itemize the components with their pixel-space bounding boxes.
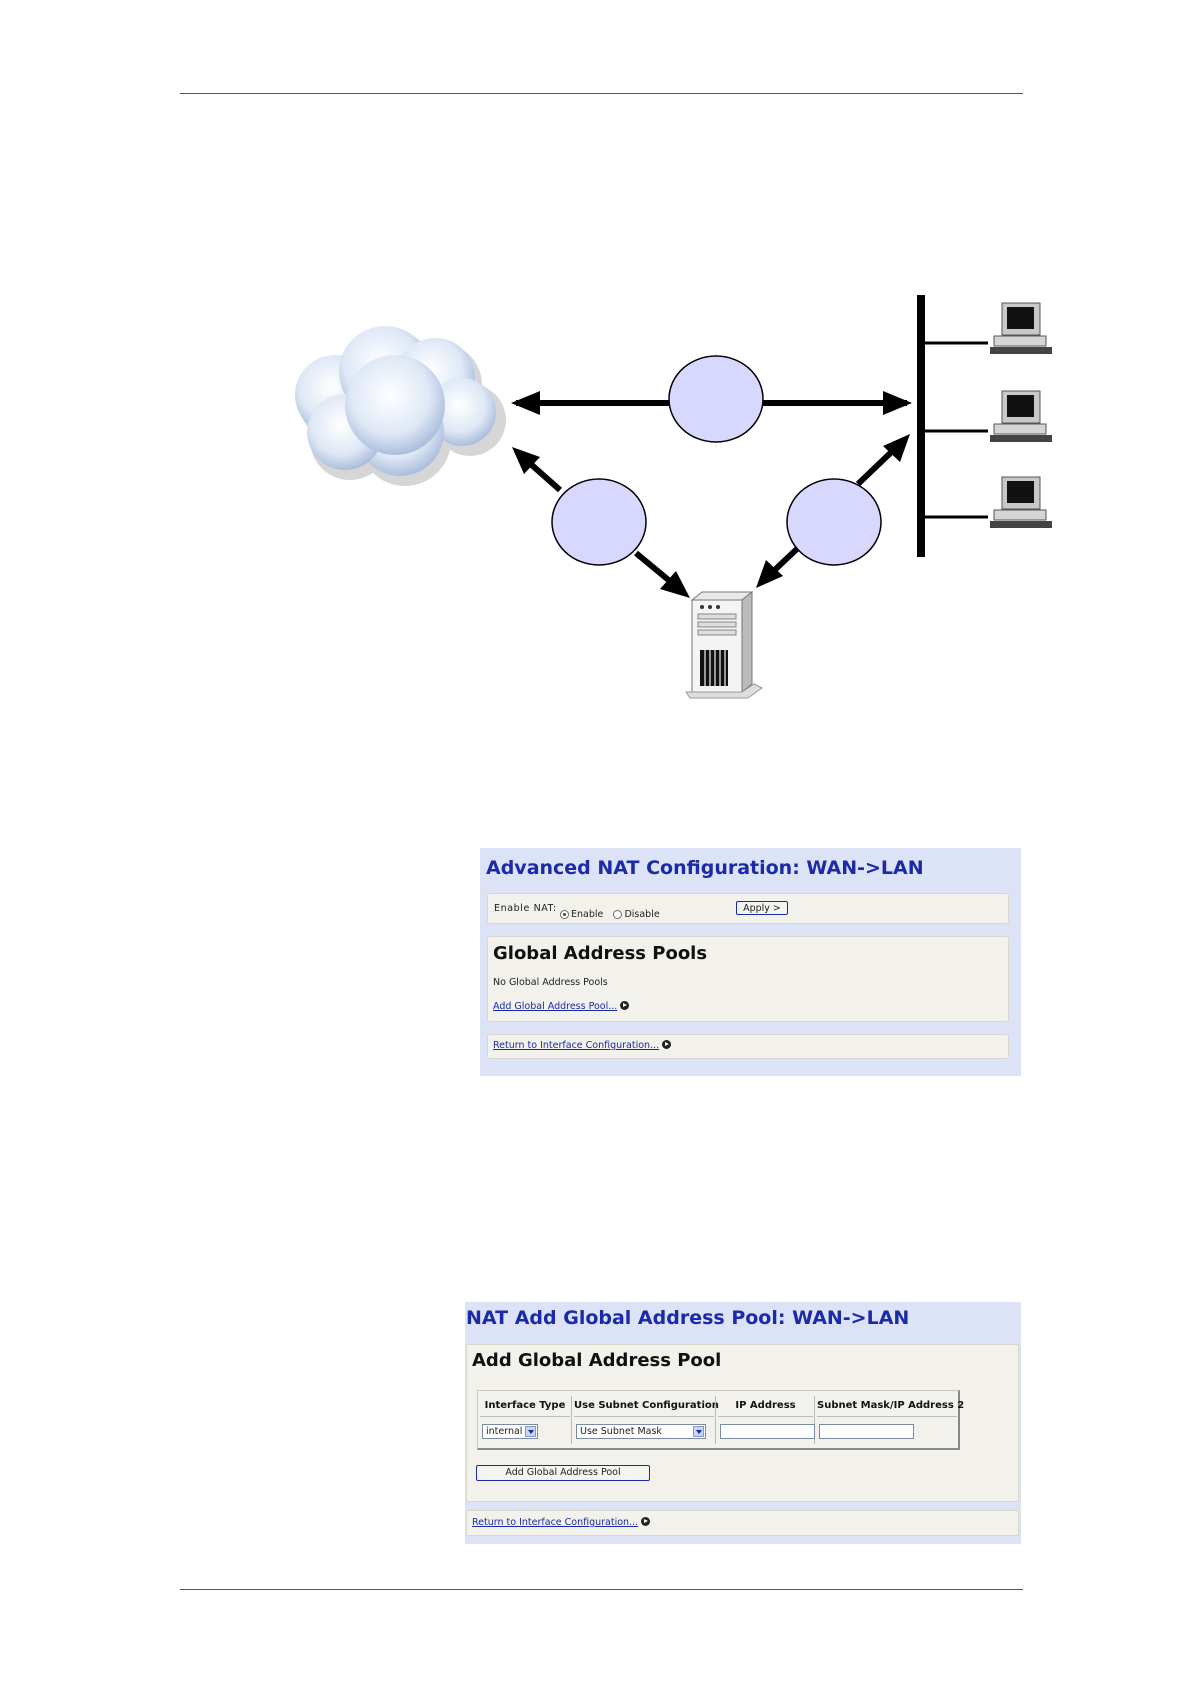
add-pool-link-text: Add Global Address Pool...	[493, 1001, 618, 1012]
col-subnet-mask: Subnet Mask/IP Address 2	[817, 1396, 964, 1417]
return-link-box: Return to Interface Configuration...	[487, 1034, 1009, 1059]
return-link-2-text: Return to Interface Configuration...	[472, 1517, 639, 1528]
add-pool-title: NAT Add Global Address Pool: WAN->LAN	[466, 1307, 910, 1329]
chevron-down-icon	[693, 1426, 704, 1437]
nat-network-diagram	[295, 295, 1052, 699]
enable-radio[interactable]	[560, 910, 569, 919]
enable-nat-box: Enable NAT: Enable Disable Apply >	[487, 893, 1009, 924]
ip-address-input[interactable]	[720, 1424, 815, 1439]
disable-radio[interactable]	[613, 910, 623, 919]
arrowhead	[756, 560, 783, 588]
go-arrow-icon	[620, 1001, 630, 1010]
server-tower-icon	[685, 590, 763, 699]
return-link-box-2: Return to Interface Configuration...	[466, 1510, 1019, 1536]
arrowhead	[512, 447, 540, 474]
computer-icon	[990, 476, 1052, 528]
return-link-2[interactable]: Return to Interface Configuration...	[472, 1517, 651, 1528]
enable-radio-group: Enable Disable	[560, 902, 660, 921]
col-ip-address: IP Address	[718, 1396, 813, 1417]
return-link-text: Return to Interface Configuration...	[493, 1040, 660, 1051]
arrowhead	[883, 434, 910, 462]
col-use-subnet-config: Use Subnet Configuration	[574, 1396, 719, 1417]
subnet-config-value: Use Subnet Mask	[580, 1426, 662, 1437]
node-ellipse-right	[786, 478, 882, 566]
col-interface-type: Interface Type	[480, 1396, 570, 1417]
interface-type-select[interactable]: internal	[482, 1424, 538, 1439]
node-ellipse-left	[551, 478, 647, 566]
apply-button[interactable]: Apply >	[736, 901, 788, 915]
chevron-down-icon	[525, 1426, 536, 1437]
add-pool-panel: NAT Add Global Address Pool: WAN->LAN Ad…	[465, 1302, 1021, 1544]
pool-form-table: Interface Type Use Subnet Configuration …	[477, 1390, 964, 1450]
add-pool-box: Add Global Address Pool Interface Type U…	[466, 1344, 1019, 1502]
add-pool-button[interactable]: Add Global Address Pool	[476, 1465, 650, 1481]
go-arrow-icon	[662, 1040, 672, 1049]
global-pools-box: Global Address Pools No Global Address P…	[487, 936, 1009, 1022]
go-arrow-icon	[641, 1517, 651, 1526]
computer-icon	[990, 390, 1052, 442]
arrowhead	[511, 391, 540, 415]
add-pool-link[interactable]: Add Global Address Pool...	[493, 1001, 630, 1012]
arrowhead	[883, 391, 912, 415]
disable-option-label: Disable	[624, 909, 660, 920]
global-pools-heading: Global Address Pools	[493, 943, 708, 964]
nat-config-title: Advanced NAT Configuration: WAN->LAN	[486, 857, 924, 879]
subnet-config-select[interactable]: Use Subnet Mask	[576, 1424, 706, 1439]
no-pools-text: No Global Address Pools	[493, 977, 608, 988]
top-rule	[180, 93, 1023, 94]
nat-config-panel: Advanced NAT Configuration: WAN->LAN Ena…	[480, 848, 1021, 1076]
interface-type-value: internal	[486, 1426, 523, 1437]
computer-icon	[990, 302, 1052, 354]
return-link[interactable]: Return to Interface Configuration...	[493, 1040, 672, 1051]
enable-option-label: Enable	[571, 909, 604, 920]
enable-nat-label: Enable NAT:	[494, 903, 557, 914]
bottom-rule	[180, 1589, 1023, 1590]
node-ellipse-top	[668, 355, 764, 443]
add-pool-heading: Add Global Address Pool	[472, 1350, 722, 1371]
subnet-mask-input[interactable]	[819, 1424, 914, 1439]
cloud-icon	[295, 326, 506, 486]
arrowhead	[660, 571, 690, 598]
